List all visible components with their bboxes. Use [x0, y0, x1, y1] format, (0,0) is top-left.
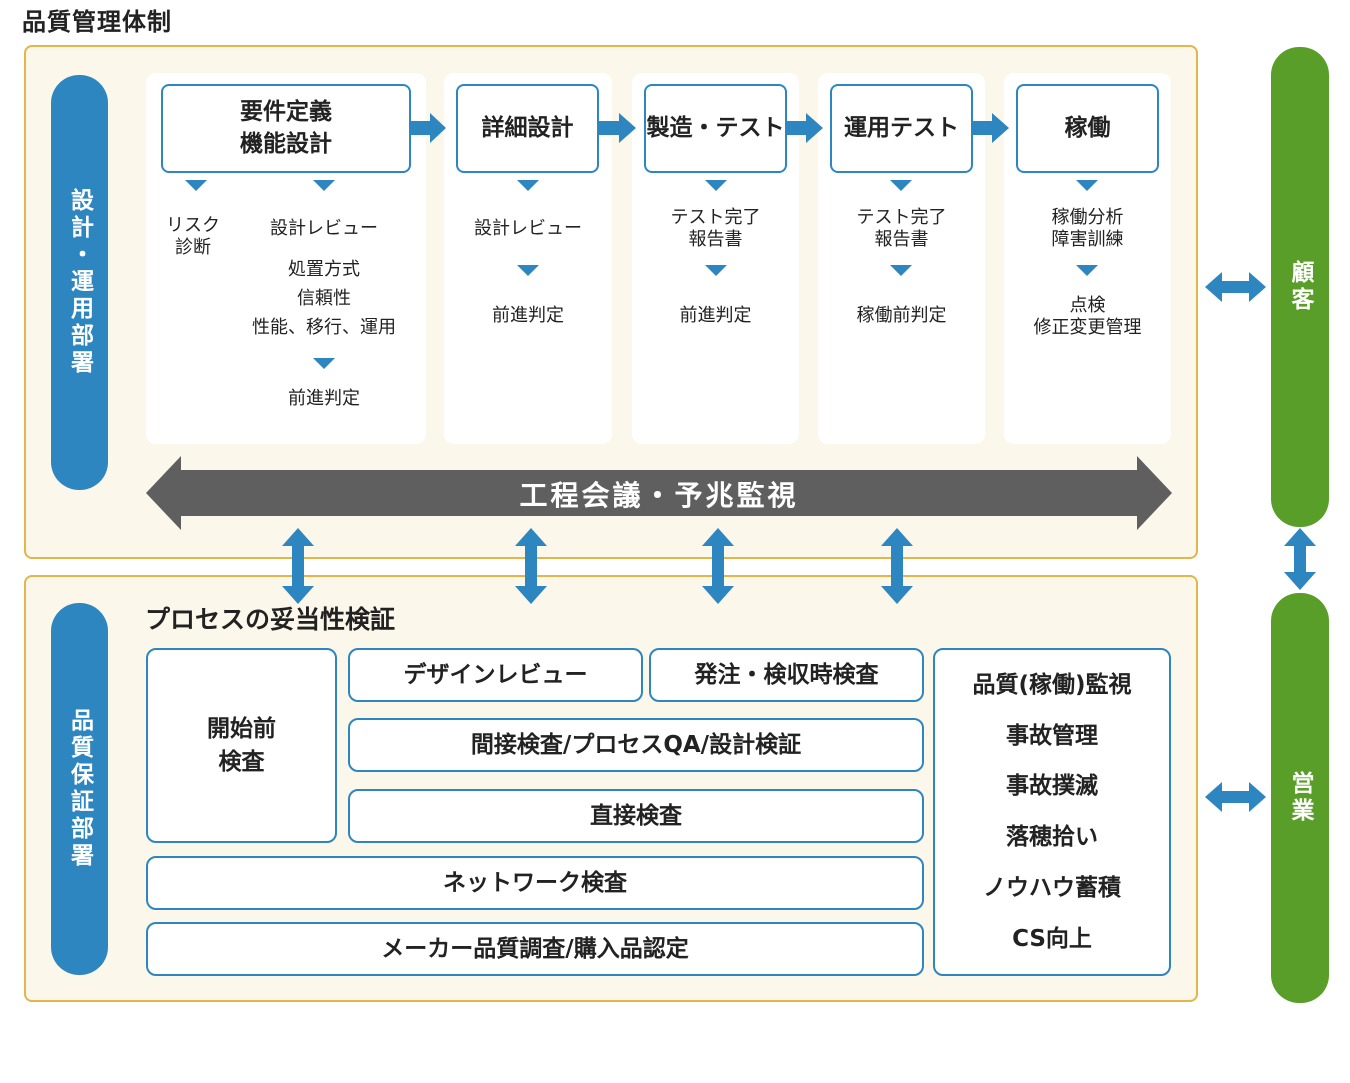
note-judge-1: 前進判定: [288, 388, 360, 409]
sales-label: 営業: [1271, 593, 1329, 1003]
quality-assurance-dept-text: 品質保証部署: [66, 708, 93, 870]
down-marker-review-2: [517, 180, 539, 191]
maker-survey-box: メーカー品質調査/購入品認定: [146, 922, 924, 976]
flow-arrows: [411, 113, 1009, 143]
link-arrow-3: [702, 528, 734, 604]
meeting-bar-label: 工程会議・予兆監視: [519, 479, 799, 512]
activity-cs-improvement: CS向上: [1012, 926, 1092, 953]
note-measures: 処置方式 信頼性 性能、移行、運用: [252, 259, 396, 338]
flow-arrow-3: [787, 113, 823, 143]
note-judge-2: 前進判定: [492, 305, 564, 326]
activity-knowhow: ノウハウ蓄積: [983, 875, 1121, 902]
down-marker-risk: [185, 180, 207, 191]
note-test-report-2: テスト完了 報告書: [856, 207, 947, 250]
order-inspection-box: 発注・検収時検査: [649, 648, 924, 702]
indirect-inspection-box: 間接検査/プロセスQA/設計検証: [348, 718, 924, 772]
activity-gleaning: 落穂拾い: [1006, 824, 1098, 851]
stage-detail-design: 詳細設計: [456, 84, 599, 173]
sales-text: 営業: [1287, 771, 1313, 825]
design-operation-dept-label: 設計・運用部署: [51, 75, 108, 490]
design-operation-dept-text: 設計・運用部署: [66, 188, 93, 377]
down-marker-inspection: [1076, 265, 1098, 276]
design-review-box: デザインレビュー: [348, 648, 643, 702]
direct-inspection-box: 直接検査: [348, 789, 924, 843]
note-test-report-1: テスト完了 報告書: [670, 207, 761, 250]
customer-text: 顧客: [1287, 260, 1313, 314]
note-risk: リスク 診断: [166, 215, 220, 258]
down-marker-judge-2: [517, 265, 539, 276]
down-marker-measures: [313, 358, 335, 369]
stage-operation-test: 運用テスト: [830, 84, 973, 173]
note-operation-analysis: 稼働分析 障害訓練: [1051, 207, 1124, 250]
activity-incident-elimination: 事故撲滅: [1006, 773, 1098, 800]
link-arrow-2: [515, 528, 547, 604]
customer-link-arrow: [1205, 272, 1266, 302]
link-arrow-1: [282, 528, 314, 604]
note-judge-3: 前進判定: [679, 305, 752, 326]
flow-arrow-1: [411, 113, 446, 143]
customer-label: 顧客: [1271, 47, 1329, 527]
down-marker-report-1: [705, 180, 727, 191]
customer-sales-arrow: [1284, 528, 1316, 590]
qa-heading: プロセスの妥当性検証: [145, 605, 396, 634]
sales-link-arrow: [1205, 782, 1266, 812]
note-inspection: 点検 修正変更管理: [1033, 295, 1142, 338]
note-design-review-2: 設計レビュー: [474, 218, 582, 239]
meeting-bar-arrow: [146, 456, 1172, 530]
pre-inspection-box: 開始前 検査: [146, 648, 337, 843]
stage-requirements: 要件定義 機能設計: [161, 84, 411, 173]
network-inspection-box: ネットワーク検査: [146, 856, 924, 910]
down-marker-analysis: [1076, 180, 1098, 191]
down-marker-review-1: [313, 180, 335, 191]
flow-arrow-4: [973, 113, 1009, 143]
note-judge-4: 稼働前判定: [856, 305, 947, 326]
down-marker-report-2: [890, 180, 912, 191]
stage-operation: 稼働: [1016, 84, 1159, 173]
quality-activities-box: 品質(稼働)監視 事故管理 事故撲滅 落穂拾い ノウハウ蓄積 CS向上: [933, 648, 1171, 976]
activity-incident-management: 事故管理: [1006, 722, 1098, 749]
down-marker-judge-3: [705, 265, 727, 276]
down-marker-judge-4: [890, 265, 912, 276]
stage-build-test: 製造・テスト: [644, 84, 787, 173]
page-title: 品質管理体制: [22, 8, 172, 36]
activity-quality-monitoring: 品質(稼働)監視: [972, 671, 1132, 698]
link-arrow-4: [881, 528, 913, 604]
quality-assurance-dept-label: 品質保証部署: [51, 603, 108, 975]
flow-arrow-2: [599, 113, 636, 143]
note-design-review-1: 設計レビュー: [270, 218, 378, 239]
